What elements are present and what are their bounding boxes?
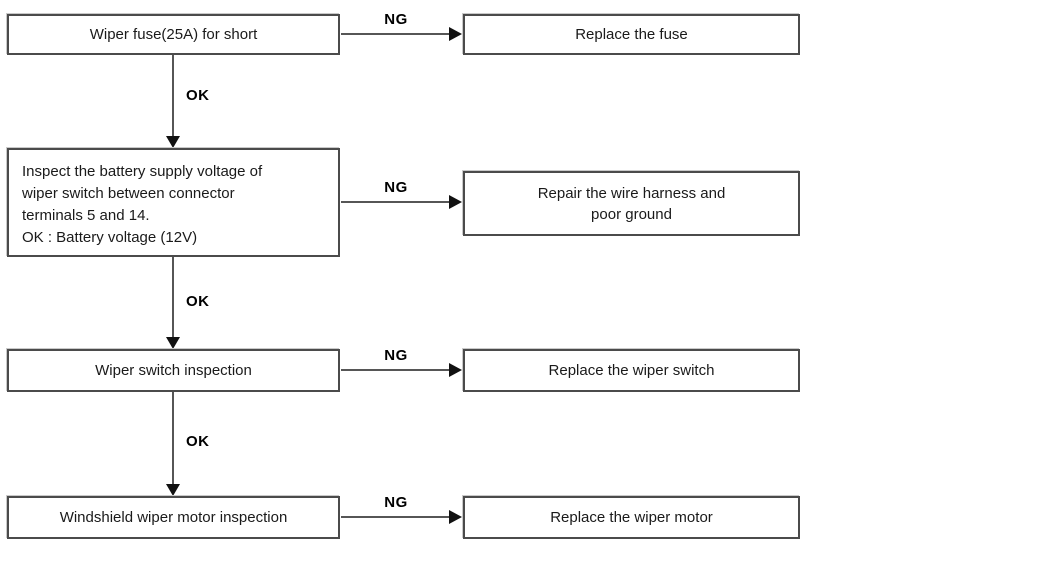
step-text-line: OK : Battery voltage (12V) [22, 229, 198, 246]
ok-arrow-2 [166, 257, 180, 349]
ok-label-3: OK [186, 433, 210, 450]
step-text: Wiper switch inspection [95, 362, 252, 379]
ng-label-2: NG [384, 179, 408, 196]
step-box-wiper-motor: Windshield wiper motor inspection [7, 496, 340, 539]
step-box-wiper-fuse: Wiper fuse(25A) for short [7, 14, 340, 55]
ng-label-3: NG [384, 347, 408, 364]
action-text: Replace the wiper switch [548, 362, 715, 379]
ng-arrow-4 [341, 510, 462, 524]
step-box-wiper-switch: Wiper switch inspection [7, 349, 340, 392]
action-box-replace-motor: Replace the wiper motor [463, 496, 800, 539]
step-text-line: wiper switch between connector [22, 185, 235, 202]
ng-label-1: NG [384, 11, 408, 28]
step-text-line: Inspect the battery supply voltage of [22, 163, 263, 180]
ng-arrow-2 [341, 195, 462, 209]
action-box-repair-harness: Repair the wire harness and poor ground [463, 171, 800, 236]
ng-arrow-1 [341, 27, 462, 41]
step-text: Windshield wiper motor inspection [59, 509, 288, 526]
ok-arrow-3 [166, 392, 180, 496]
ok-label-1: OK [186, 87, 210, 104]
ng-label-4: NG [384, 494, 408, 511]
ok-arrow-1 [166, 55, 180, 148]
action-text: Replace the wiper motor [550, 509, 713, 526]
ok-label-2: OK [186, 293, 210, 310]
action-text: Replace the fuse [575, 26, 688, 43]
step-text: Wiper fuse(25A) for short [89, 26, 258, 43]
action-box-replace-switch: Replace the wiper switch [463, 349, 800, 392]
action-box-replace-fuse: Replace the fuse [463, 14, 800, 55]
step-text-line: terminals 5 and 14. [22, 207, 150, 224]
action-text-line: Repair the wire harness and [537, 184, 726, 202]
ng-arrow-3 [341, 363, 462, 377]
step-box-battery-voltage: Inspect the battery supply voltage of wi… [7, 148, 340, 257]
action-text-line: poor ground [591, 205, 672, 223]
